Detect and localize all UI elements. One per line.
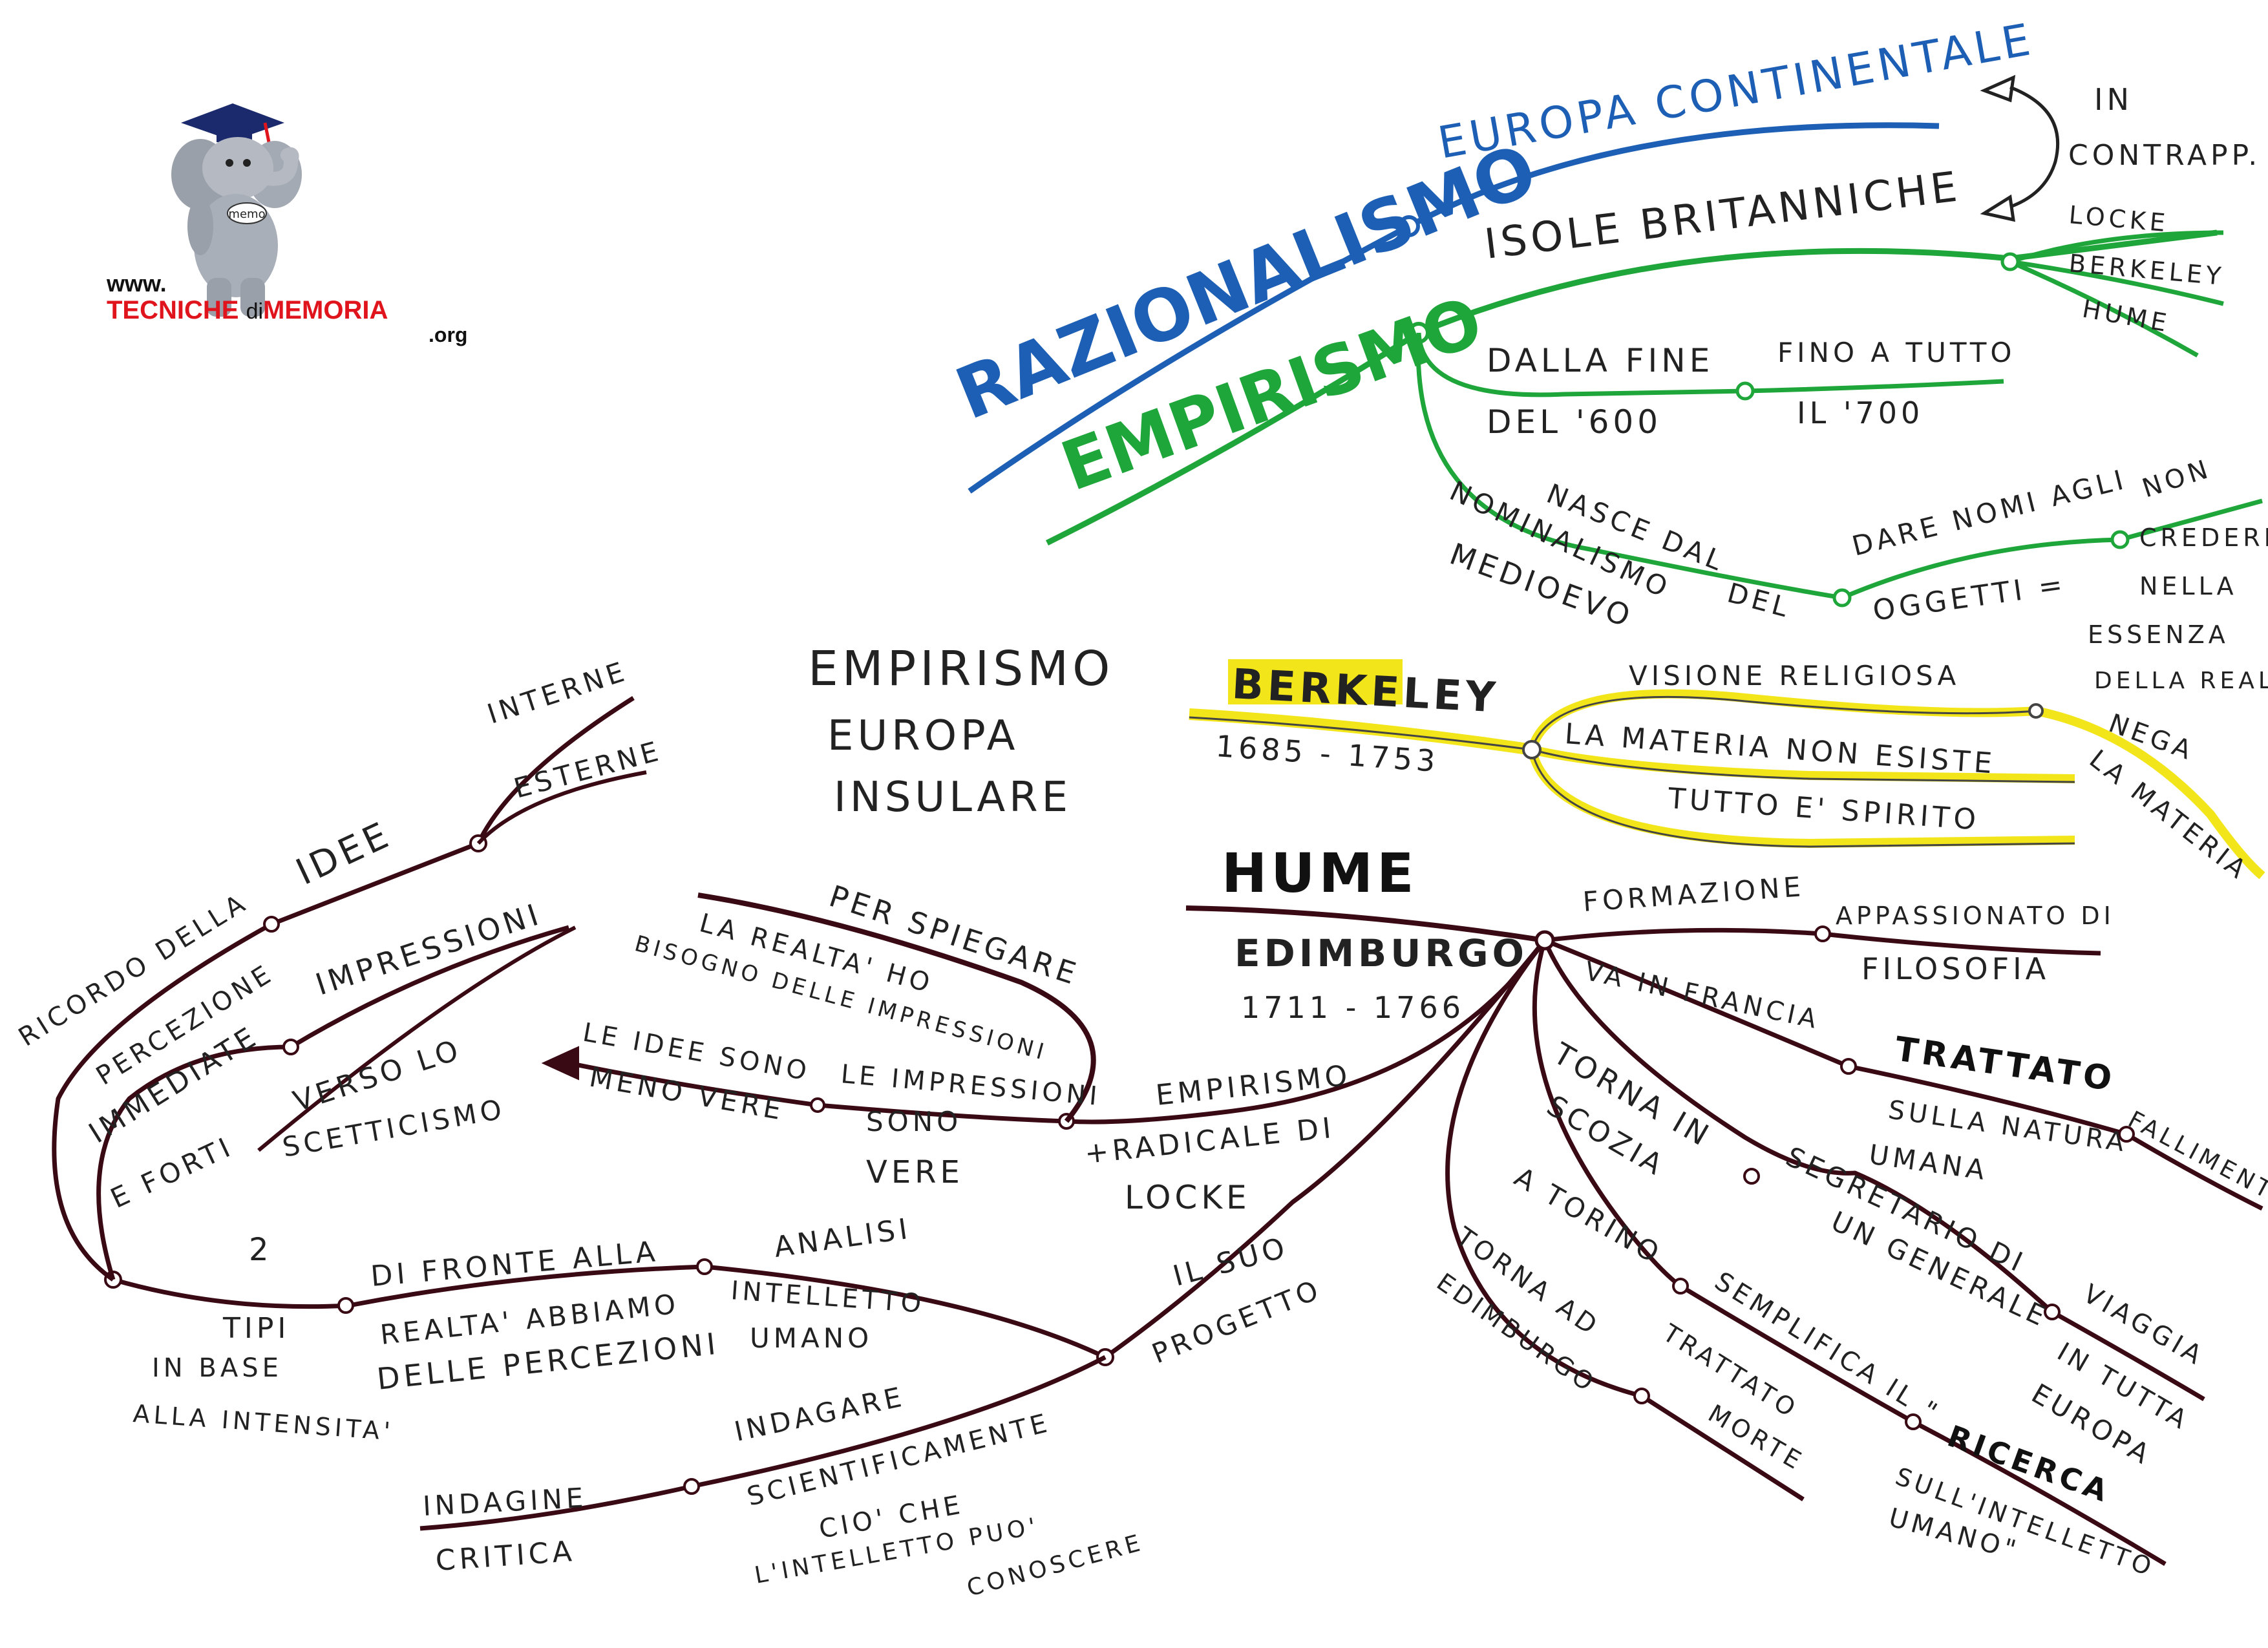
badge-text: memo: [228, 207, 265, 221]
credere-label: CREDERE: [2139, 523, 2268, 552]
le-impressioni-label: LE IMPRESSIONI: [840, 1059, 1102, 1112]
elephant-mascot-icon: memo: [171, 103, 302, 317]
in-base-label: IN BASE: [152, 1353, 282, 1383]
spirito-label: TUTTO E' SPIRITO: [1666, 782, 1980, 837]
indagare-label: INDAGARE: [732, 1380, 908, 1448]
dare-nomi-label: DARE NOMI AGLI: [1849, 463, 2130, 562]
va-in-francia-label: VA IN FRANCIA: [1582, 956, 1823, 1035]
contrapposizione-arrow: IN CONTRAPP.: [1980, 74, 2261, 222]
della-realta-label: DELLA REALTA': [2094, 668, 2268, 694]
hume-dates: 1711 - 1766: [1241, 990, 1465, 1025]
locke-label: LOCKE: [2068, 200, 2170, 237]
umana-label: UMANA: [1867, 1138, 1991, 1186]
logo-brand-di: di: [246, 299, 264, 324]
e-forti-label: E FORTI: [106, 1130, 238, 1214]
semplifica-label: SEMPLIFICA IL ": [1710, 1266, 1945, 1429]
branch-empirismo: EMPIRISMO ISOLE BRITANNICHE LOCKE BERKEL…: [1045, 163, 2268, 694]
two-label: 2: [249, 1232, 273, 1268]
non-label: NON: [2139, 454, 2215, 504]
umano-left-label: UMANO: [750, 1322, 873, 1354]
center-insulare: INSULARE: [834, 774, 1072, 821]
formazione-label: FORMAZIONE: [1582, 871, 1805, 918]
tipi-label: TIPI: [222, 1312, 290, 1345]
analisi-label: ANALISI: [772, 1212, 913, 1264]
progetto-label: PROGETTO: [1147, 1273, 1326, 1370]
logo-brand-left: TECNICHE: [107, 296, 239, 324]
la-materia-label: LA MATERIA: [2084, 745, 2254, 887]
esterne-label: ESTERNE: [511, 735, 665, 805]
empirismo-hume-label: EMPIRISMO: [1154, 1059, 1353, 1112]
indagine-label: INDAGINE: [422, 1482, 588, 1522]
ricordo-label: RICORDO DELLA: [14, 887, 253, 1053]
center-empirismo: EMPIRISMO: [808, 641, 1114, 697]
logo-brand-right: MEMORIA: [263, 296, 388, 324]
center-title: EMPIRISMO EUROPA INSULARE: [808, 641, 1114, 821]
intelletto-label: INTELLETTO: [730, 1276, 926, 1319]
filosofia-label: FILOSOFIA: [1861, 951, 2050, 986]
il-700-label: IL '700: [1797, 396, 1924, 430]
logo-brand: TECNICHE diMEMORIA: [107, 296, 388, 325]
logo-www: www.: [107, 270, 167, 297]
center-europa: EUROPA: [827, 712, 1019, 760]
in-label: IN: [2094, 82, 2133, 117]
berkeley-name: BERKELEY: [1231, 660, 1500, 723]
di-fronte-label: DI FRONTE ALLA: [370, 1235, 661, 1293]
contrapp-label: CONTRAPP.: [2068, 139, 2261, 172]
branch-hume: [1066, 905, 2263, 1567]
trattato-label: TRATTATO: [1892, 1030, 2118, 1099]
logo: memo: [97, 90, 485, 362]
impressioni-label: IMPRESSIONI: [312, 896, 546, 1002]
nella-label: NELLA: [2139, 572, 2238, 600]
dalla-fine-label: DALLA FINE: [1487, 342, 1713, 379]
europa-continentale-label: EUROPA CONTINENTALE: [1434, 14, 2038, 169]
vere-label: VERE: [866, 1154, 964, 1190]
hume-label: HUME: [2080, 295, 2172, 338]
alla-intensita-label: ALLA INTENSITA': [132, 1399, 395, 1446]
del-600-label: DEL '600: [1487, 403, 1662, 441]
branch-left-concepts: [52, 696, 1114, 1531]
logo-org: .org: [429, 323, 468, 346]
hume-city: EDIMBURGO: [1235, 931, 1528, 975]
visione-label: VISIONE RELIGIOSA: [1629, 660, 1960, 692]
fino-a-tutto-label: FINO A TUTTO: [1777, 337, 2015, 368]
essenza-label: ESSENZA: [2088, 620, 2229, 649]
interne-label: INTERNE: [483, 655, 631, 730]
il-suo-label: IL SUO: [1170, 1231, 1292, 1293]
del-label: DEL: [1724, 576, 1795, 624]
sono-label: SONO: [866, 1106, 962, 1137]
critica-label: CRITICA: [434, 1535, 577, 1578]
locke-hume-label: LOCKE: [1125, 1179, 1251, 1216]
hume-name: HUME: [1222, 841, 1417, 905]
appassionato-label: APPASSIONATO DI: [1836, 902, 2115, 930]
